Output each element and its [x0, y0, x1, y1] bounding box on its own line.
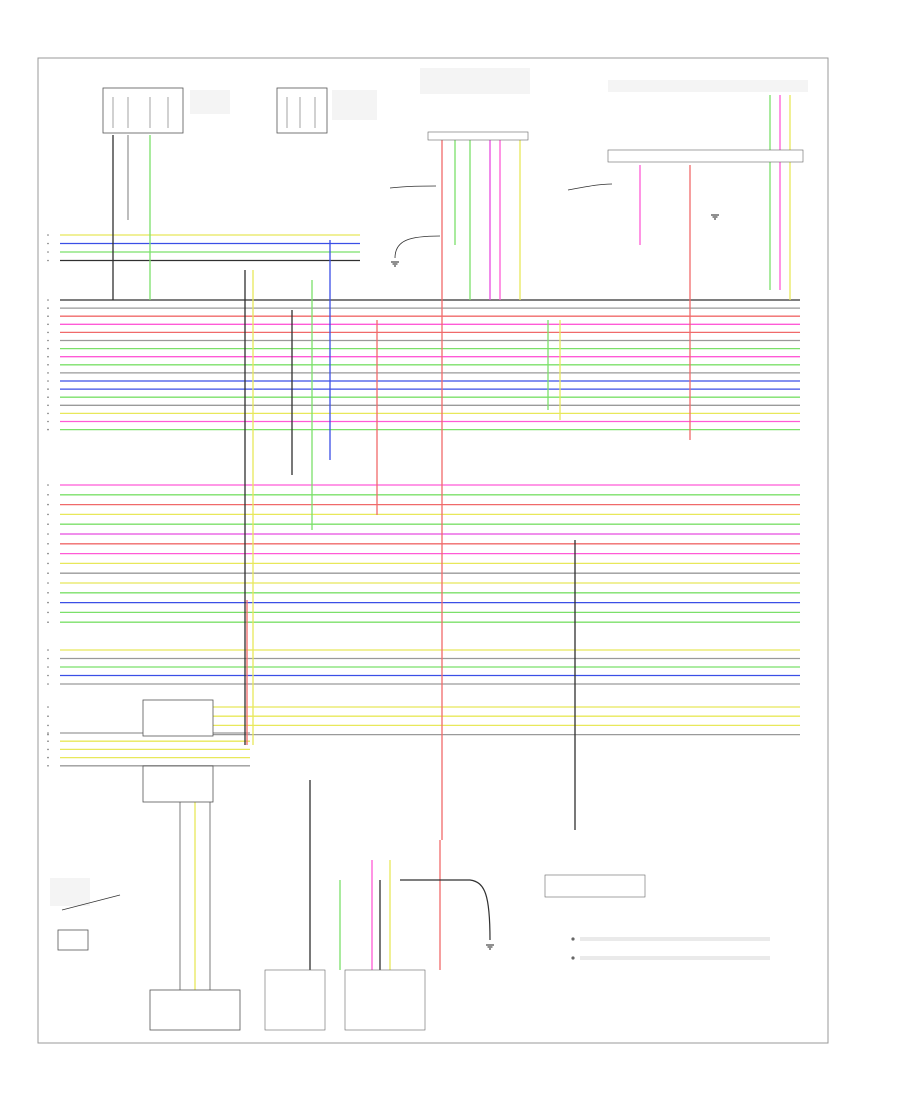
wire-pin-marker	[47, 715, 49, 717]
ground-symbol	[391, 261, 399, 267]
mid-left-component-b	[142, 765, 214, 803]
wire-pin-marker	[47, 315, 49, 318]
wire-pin-marker	[47, 523, 49, 525]
wire-pin-marker	[47, 380, 49, 382]
wire-pin-marker	[47, 601, 49, 604]
wire-pin-marker	[47, 234, 49, 236]
footnotes	[571, 937, 770, 960]
wire-pin-marker	[47, 621, 49, 623]
wire-pin-marker	[47, 674, 49, 677]
bottom-center-connector-a	[264, 969, 326, 1031]
top-right-control-module	[607, 80, 808, 163]
wire-pin-marker	[47, 592, 49, 594]
wire-pin-marker	[47, 513, 49, 516]
bottom-left-module	[149, 989, 241, 1031]
wire-pin-marker	[47, 307, 49, 309]
wire-pin-marker	[47, 649, 49, 651]
mid-left-component-a	[142, 699, 214, 737]
top-left-module-a	[102, 87, 230, 134]
wire-pin-marker	[47, 484, 49, 486]
wire-pin-marker	[47, 404, 49, 407]
bottom-left-switch-a	[50, 878, 121, 951]
ground-symbols	[391, 214, 719, 950]
wire-pin-marker	[47, 748, 49, 751]
wire-pin-marker	[47, 339, 49, 342]
wire-pin-marker	[47, 740, 49, 742]
wire-pin-marker	[47, 756, 49, 759]
ground-symbol	[486, 944, 494, 950]
wire-pin-marker	[47, 331, 49, 334]
wire-pin-marker	[47, 611, 49, 614]
wire-pin-marker	[47, 732, 49, 734]
wire-pin-marker	[47, 355, 49, 358]
wire-pin-marker	[47, 572, 49, 574]
wire-pin-marker	[47, 412, 49, 415]
wire-pin-marker	[47, 724, 49, 727]
wire-pin-marker	[47, 543, 49, 545]
wire-pin-marker	[47, 503, 49, 506]
bottom-center-connector-b	[344, 969, 426, 1031]
wire-pin-marker	[47, 347, 49, 350]
wire-pin-marker	[47, 323, 49, 326]
wire-pin-marker	[47, 420, 49, 423]
wire-pin-marker	[47, 683, 49, 685]
wire-pin-marker	[47, 299, 49, 301]
vertical-wire-runs	[112, 95, 791, 990]
wire-pin-marker	[47, 396, 49, 399]
bottom-right-connector	[544, 874, 646, 898]
wire-pin-marker	[47, 364, 49, 366]
wire-pin-marker	[47, 259, 49, 262]
wire-pin-marker	[47, 582, 49, 584]
wire-pin-marker	[47, 733, 49, 736]
wire-pin-marker	[47, 494, 49, 496]
wire-pin-marker	[47, 428, 49, 431]
wire-pin-marker	[47, 533, 49, 535]
top-left-module-b	[276, 87, 377, 134]
wire-pin-marker	[47, 251, 49, 253]
wire-pin-marker	[47, 657, 49, 660]
wire-pin-marker	[47, 372, 49, 374]
wire-pin-marker	[47, 242, 49, 245]
wire-bus	[47, 234, 800, 767]
diagram-frame	[37, 57, 829, 1044]
wire-pin-marker	[47, 388, 49, 390]
wire-pin-marker	[47, 562, 49, 565]
wire-pin-marker	[47, 765, 49, 767]
wire-pin-marker	[47, 552, 49, 555]
wire-pin-marker	[47, 666, 49, 668]
wire-pin-marker	[47, 706, 49, 708]
ground-symbol	[711, 214, 719, 220]
top-center-connector	[420, 68, 530, 141]
